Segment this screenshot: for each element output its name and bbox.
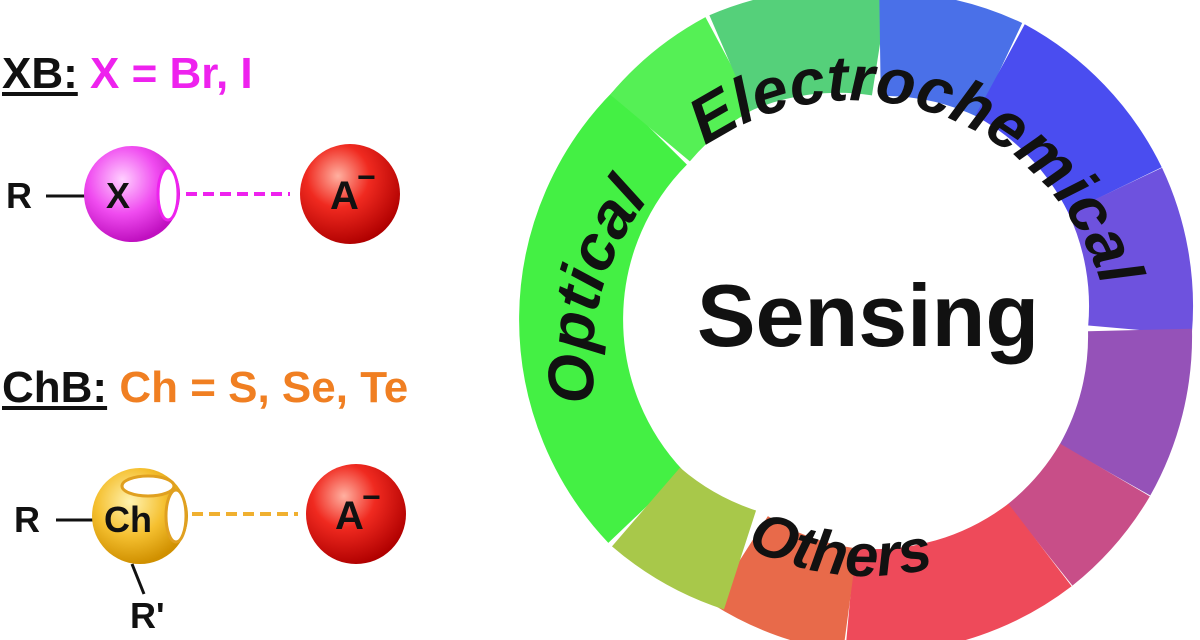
chb-r-prime-group: R'	[130, 595, 165, 636]
chb-sigma-hole-top	[120, 474, 176, 498]
chb-heading: ChB: Ch = S, Se, Te	[2, 366, 408, 410]
chb-definition: Ch = S, Se, Te	[119, 363, 409, 412]
xb-molecule: R X A −	[6, 144, 400, 244]
xb-center-atom: X	[106, 175, 130, 216]
chb-sigma-hole-right	[164, 488, 188, 544]
ring-segment-electrochemical	[974, 24, 1162, 214]
xb-halogen-sphere	[84, 146, 180, 242]
ring-segment-others	[846, 503, 1072, 640]
chb-bottom-bond	[130, 563, 146, 595]
xb-sigma-hole	[156, 166, 180, 222]
chb-anion-sphere	[306, 464, 406, 564]
xb-anion: A	[330, 174, 359, 218]
ring-segment-optical	[519, 91, 688, 543]
sensing-ring: Optical Electrochemical Others Sensing	[519, 0, 1194, 640]
chb-label: ChB:	[2, 363, 108, 412]
chb-r-group: R	[14, 499, 40, 540]
xb-anion-sphere	[300, 144, 400, 244]
xb-label: XB:	[2, 49, 78, 98]
chb-anion: A	[335, 494, 364, 538]
chb-anion-charge: −	[362, 479, 381, 515]
xb-definition: X = Br, I	[90, 49, 253, 98]
ring-center-label: Sensing	[697, 266, 1039, 365]
chb-molecule: R Ch R' A −	[14, 464, 406, 636]
xb-anion-charge: −	[357, 159, 376, 195]
xb-heading: XB: X = Br, I	[2, 52, 253, 96]
xb-r-group: R	[6, 175, 32, 216]
chb-center-atom: Ch	[104, 499, 152, 540]
